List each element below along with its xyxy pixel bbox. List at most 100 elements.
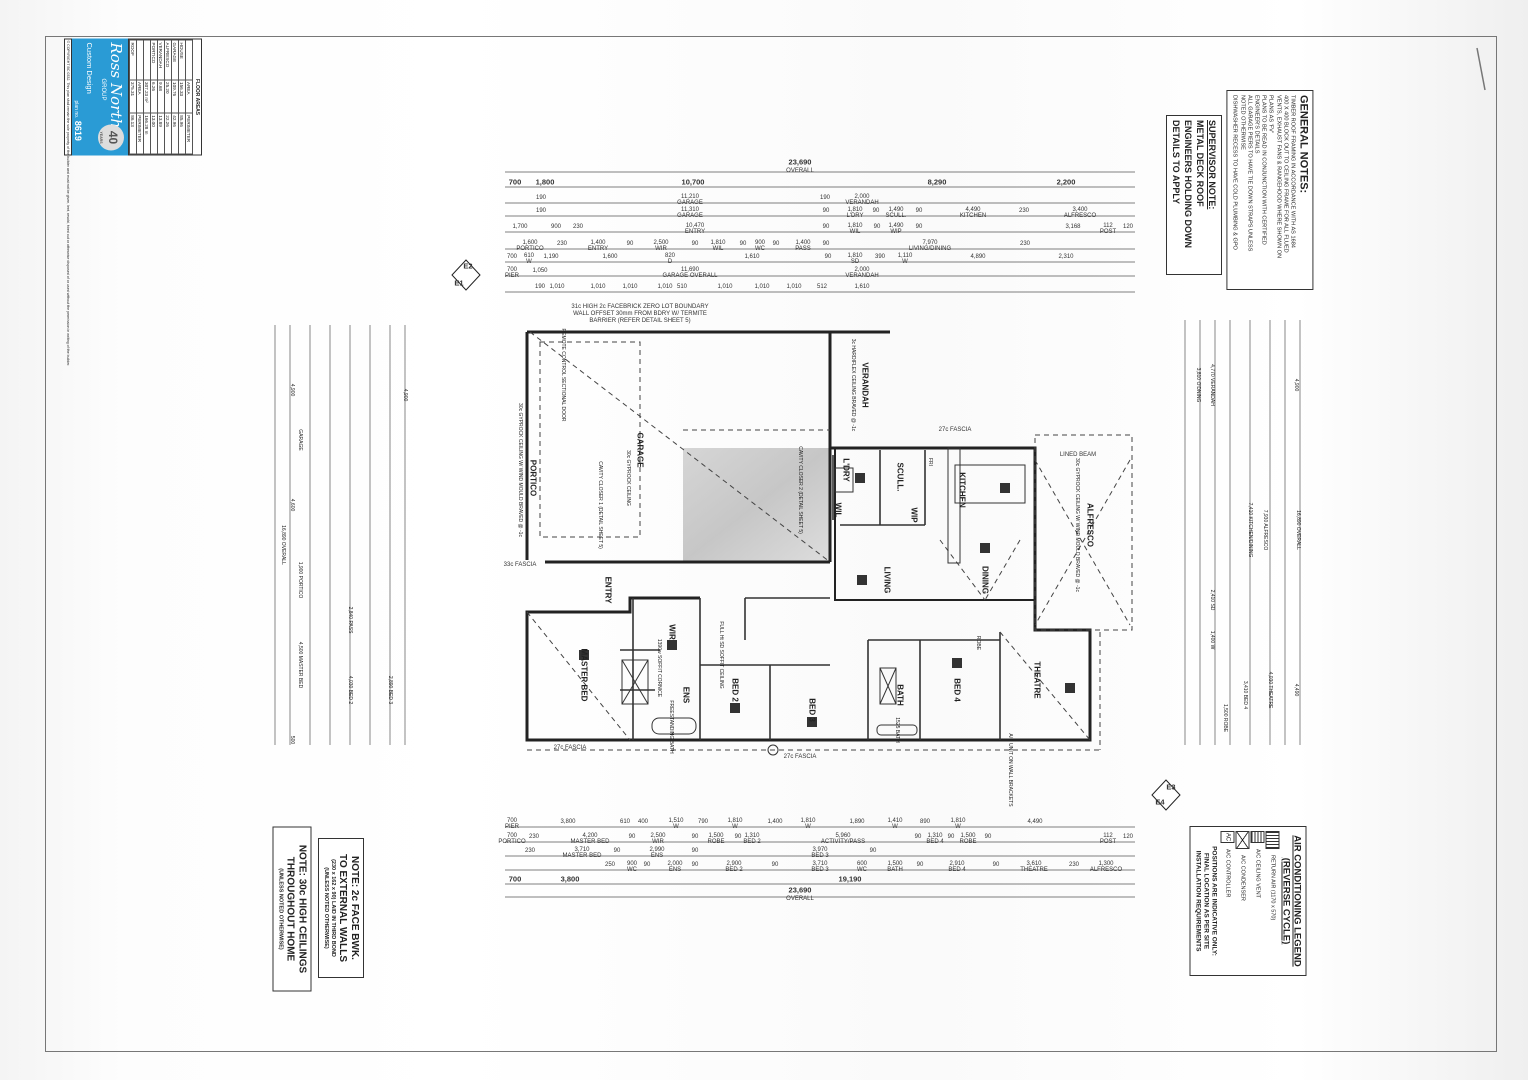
ceiling-vent-icon [857,575,867,585]
fascia-note: 27c FASCIA [783,754,817,760]
dimension-label: 230 [572,224,584,230]
dimension-label: 4,890 [970,254,986,260]
dimension-label: 700 [508,874,522,884]
dimension-label: 2,000 VERANDAH [845,267,879,279]
dimension-label: 90 [822,224,830,230]
dimension-label: 90 [613,848,621,854]
dimension-label: 23,690 [788,885,812,895]
dimension-label: 1,500 ROBE [959,833,977,845]
room-label-kitchen: KITCHEN [957,472,967,508]
footing-shaded-area [683,448,830,562]
side-dimension-label: 7,410 KITCHEN/DINING [1247,502,1253,558]
drawing-sheet-border [45,36,1497,1052]
dimension-label: 90 [869,848,877,854]
dimension-label: 10,470 ENTRY [684,223,706,235]
dimension-label: 1,400 PASS [795,240,811,252]
room-label-bath: BATH [895,684,905,706]
dimension-label: 23,690 [788,157,812,167]
dimension-label: 900 WC [754,240,766,252]
side-dimension-label: 4,600 [289,498,295,512]
dimension-label: 1,810 W [800,818,816,830]
dimension-label: 1,010 [622,284,638,290]
dimension-label: 1,810 SD [847,253,863,265]
dimension-label: 1,610 [744,254,760,260]
dimension-label: 112 POST [1099,833,1117,845]
side-dimension-label: 4,030 THEATRE [1267,671,1273,709]
dimension-label: 1,500 BATH [887,861,903,873]
dimension-label: 230 [528,834,540,840]
annotation-ac-unit: A/C UNIT ON WALL BRACKETS [1007,733,1013,807]
elevation-marker-e3-e4 [1151,779,1181,811]
dimension-label: 2,500 WIR [653,240,669,252]
fixture-label: FREESTANDING BATH [668,700,674,754]
scan-mark [1476,47,1486,91]
side-dimension-label: 1,400 W [1209,630,1215,650]
dimension-label: 90 [691,241,699,247]
dimension-label: 7,970 LIVING/DINING [908,240,952,252]
dimension-label: 1,600 PORTICO [516,240,544,252]
dimension-label: 3,970 BED 3 [811,847,829,859]
dimension-label: 19,190 [838,874,862,884]
elevation-markers [451,47,1486,811]
dimension-label: 230 [1068,862,1080,868]
elevation-label: E2 [463,261,473,271]
dimension-label: 190 [535,195,547,201]
dimension-label: 4,200 MASTER BED [570,833,610,845]
dimension-label: 2,990 ENS [649,847,665,859]
dimension-label: OVERALL [786,168,814,174]
dimension-label: 1,400 ENTRY [587,240,609,252]
side-dimension-label: 4,770 VERANDAH [1209,364,1215,406]
dimension-label: 1,800 [535,177,555,187]
dimension-label: 2,310 [1058,254,1074,260]
side-dimension-label: 2,840 PASS [347,606,353,634]
elevation-label: E1 [454,278,464,288]
fascia-note: 33c FASCIA [503,562,537,568]
dimension-label: 700 PIER [504,818,520,830]
room-label-living: LIVING [882,566,892,594]
dimension-label: 90 [914,834,922,840]
dimension-label: 90 [771,862,779,868]
dimension-label: 1,010 [657,284,673,290]
side-dimension-label: 4,030 BED 2 [347,675,353,705]
dimension-label: 3,400 ALFRESCO [1063,207,1097,219]
dimension-label: 120 [1122,224,1134,230]
fixture-label: 1525 BATH [894,717,900,743]
dimension-label: 90 [824,254,832,260]
ceiling-vent-icon [980,543,990,553]
dimension-label: 3,710 MASTER BED [562,847,602,859]
dimension-label: 610 W [523,253,535,265]
dimension-label: OVERALL [786,896,814,902]
elevation-label: E3 [1166,782,1176,792]
side-dimension-label: 3,810 O'DNING [1195,367,1201,403]
dimension-label: 1,810 WIL [710,240,726,252]
dimension-label: 1,010 [717,284,733,290]
boundary-wall-note: BARRIER (REFER DETAIL SHEET 5) [589,318,691,324]
dimension-label: 190 [535,208,547,214]
dimension-label: 90 [772,241,780,247]
dimension-label: 90 [643,862,651,868]
dimension-label: 700 [508,177,522,187]
dimension-label: 1,050 [532,268,548,274]
room-label-wil: WIL [833,502,843,518]
dimension-label: 4,490 [1027,819,1043,825]
dimension-label: 510 [676,284,688,290]
side-dimension-label: 16,890 OVERALL [280,525,286,565]
ceiling-vent-icon [667,640,677,650]
dimension-label: 2,000 ENS [667,861,683,873]
room-label-bed4: BED 4 [952,678,962,702]
fixtures [621,447,1026,756]
dimension-label: 90 [915,224,923,230]
room-label-alfresco: ALFRESCO [1085,503,1095,547]
dimension-label: 1,890 [849,819,865,825]
dimension-label: 2,500 WIR [650,833,666,845]
ceiling-vent-icon [855,473,865,483]
dimension-label: 700 [506,254,518,260]
side-dimension-label: 4,490 [1293,683,1299,697]
dimension-label: 90 [822,208,830,214]
dimension-label: 90 [822,241,830,247]
dimension-label: 400 [637,819,649,825]
dimension-label: 90 [691,862,699,868]
dimension-lines [274,171,1301,898]
dimension-label: 112 POST [1099,223,1117,235]
ceiling-vent-icon [1000,483,1010,493]
